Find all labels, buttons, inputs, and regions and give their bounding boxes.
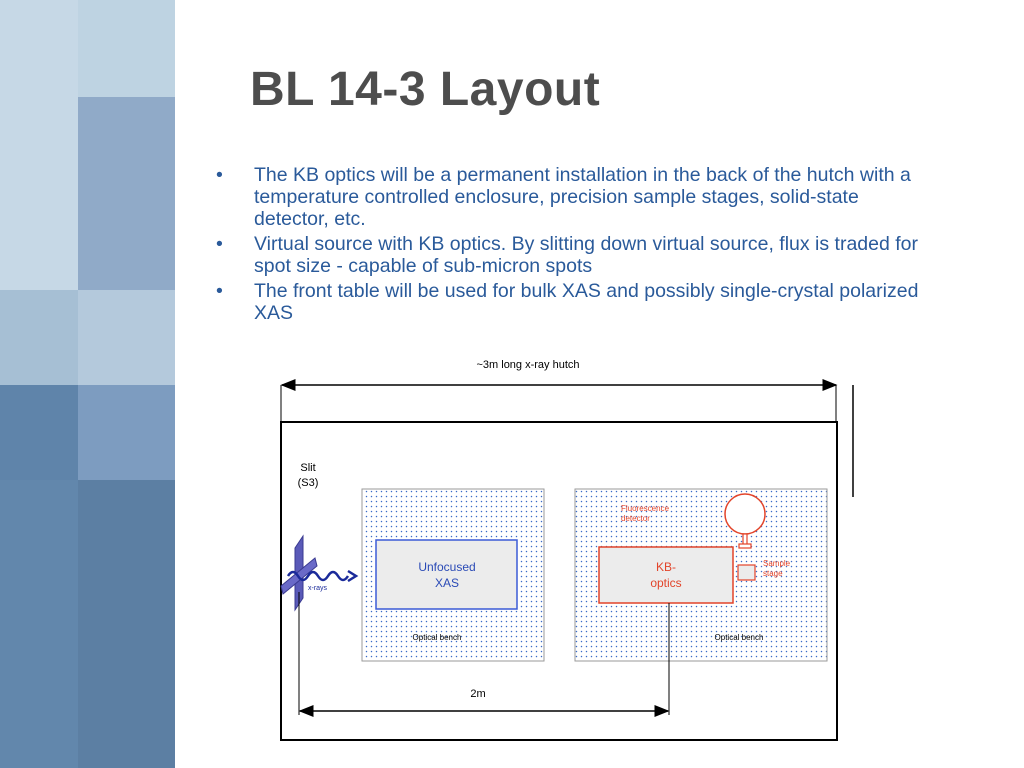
xray-wave-icon [286,570,350,582]
sidebar-tile [78,480,175,768]
bullet-item: • Virtual source with KB optics. By slitt… [212,233,932,277]
optical-bench-label: Optical bench [715,633,764,642]
sample-stage-label: stage [763,569,783,578]
bullet-list: • The KB optics will be a permanent insta… [212,164,932,327]
bullet-text: The front table will be used for bulk XA… [254,280,919,324]
slide-title: BL 14-3 Layout [250,63,601,116]
bullet-text: The KB optics will be a permanent instal… [254,164,911,230]
sidebar-tile [0,385,78,480]
optical-bench-label: Optical bench [413,633,462,642]
fluorescence-detector-label: Fluorescence [621,504,670,513]
bullet-marker: • [216,280,223,302]
unfocused-xas-label: Unfocused [418,560,475,574]
fluorescence-detector-label: detector [621,514,650,523]
detector-base [738,543,752,549]
bullet-marker: • [216,233,223,255]
xrays-label: x-rays [308,585,328,592]
unfocused-xas-box [375,539,518,610]
unfocused-xas-label: XAS [435,576,459,590]
distance-label: 2m [470,688,485,700]
sample-stage-label: Sample [763,559,791,568]
sample-stage-icon [737,564,756,581]
xray-arrowhead-icon [347,569,359,583]
bullet-item: • The front table will be used for bulk X… [212,280,932,324]
kb-optics-label: optics [650,576,681,590]
bullet-item: • The KB optics will be a permanent insta… [212,164,932,230]
detector-stem [742,533,748,546]
sidebar-tile [78,385,175,480]
fluorescence-detector-icon [724,493,766,535]
bullet-marker: • [216,164,223,186]
kb-optics-label: KB- [656,560,676,574]
bullet-text: Virtual source with KB optics. By slitti… [254,233,919,277]
sidebar-tile [0,0,78,290]
sidebar-tile [0,480,78,768]
hutch-length-label: ~3m long x-ray hutch [476,359,579,371]
sidebar-tile [78,290,175,385]
sidebar-tile [78,0,175,97]
kb-optics-box [598,546,734,604]
slit-label: (S3) [298,477,319,489]
sidebar-tile [78,97,175,290]
sidebar-tile [0,290,78,385]
slit-label: Slit [300,462,315,474]
